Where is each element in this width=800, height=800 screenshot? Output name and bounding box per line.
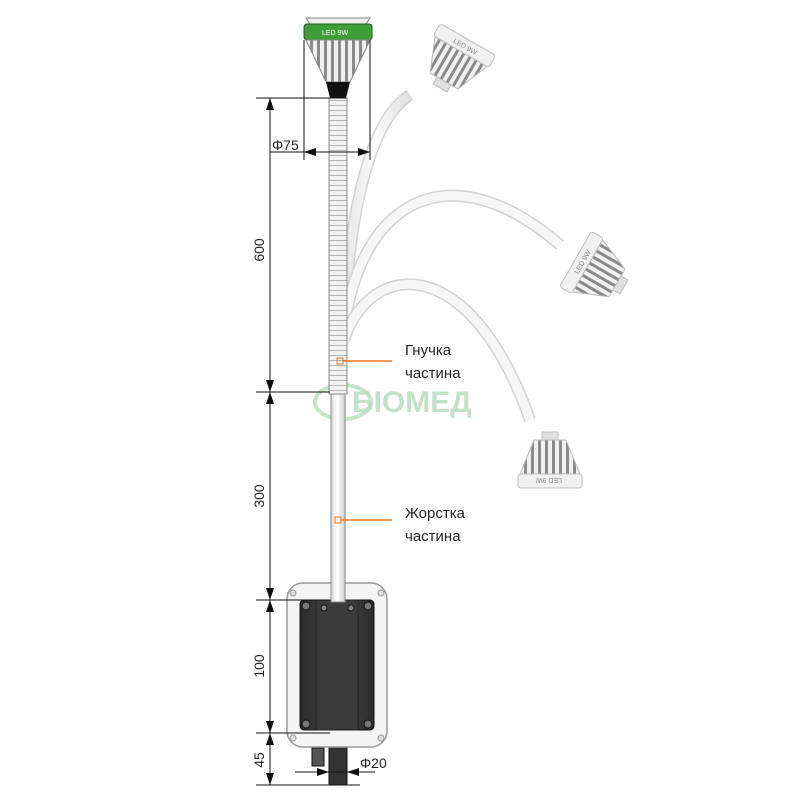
label-rigid-part-line2: частина [405, 528, 461, 545]
watermark-text: БІОМЕД [352, 386, 472, 419]
label-flexible-part-line1: Гнучка [405, 342, 452, 359]
dim-head-diameter: Φ75 [272, 137, 299, 153]
rigid-pole [330, 391, 346, 603]
ghost-head-bottom: LED 9W [517, 431, 583, 489]
main-head-text: LED 9W [322, 30, 348, 37]
flexible-gooseneck [328, 97, 348, 395]
flexible-part-callout: Гнучка частина [336, 342, 461, 382]
dim-flexible-length: 600 [251, 238, 267, 262]
dim-rigid-length: 300 [251, 484, 267, 508]
mount-housing [286, 582, 388, 748]
dimension-arrows [266, 98, 370, 785]
rigid-part-callout: Жорстка частина [334, 505, 466, 545]
ghost-head-text: LED 9W [536, 476, 562, 483]
dim-base-diameter: Φ20 [360, 755, 387, 771]
main-lamp-head: LED 9W [303, 17, 373, 98]
label-flexible-part-line2: частина [405, 365, 461, 382]
dim-housing-height: 100 [251, 654, 267, 678]
dim-base-length: 45 [251, 752, 267, 768]
dimension-lines [256, 40, 375, 786]
label-rigid-part-line1: Жорстка [405, 505, 466, 522]
ghost-head-top: LED 9W [429, 24, 496, 93]
ghost-head-middle: LED 9W [560, 231, 629, 298]
